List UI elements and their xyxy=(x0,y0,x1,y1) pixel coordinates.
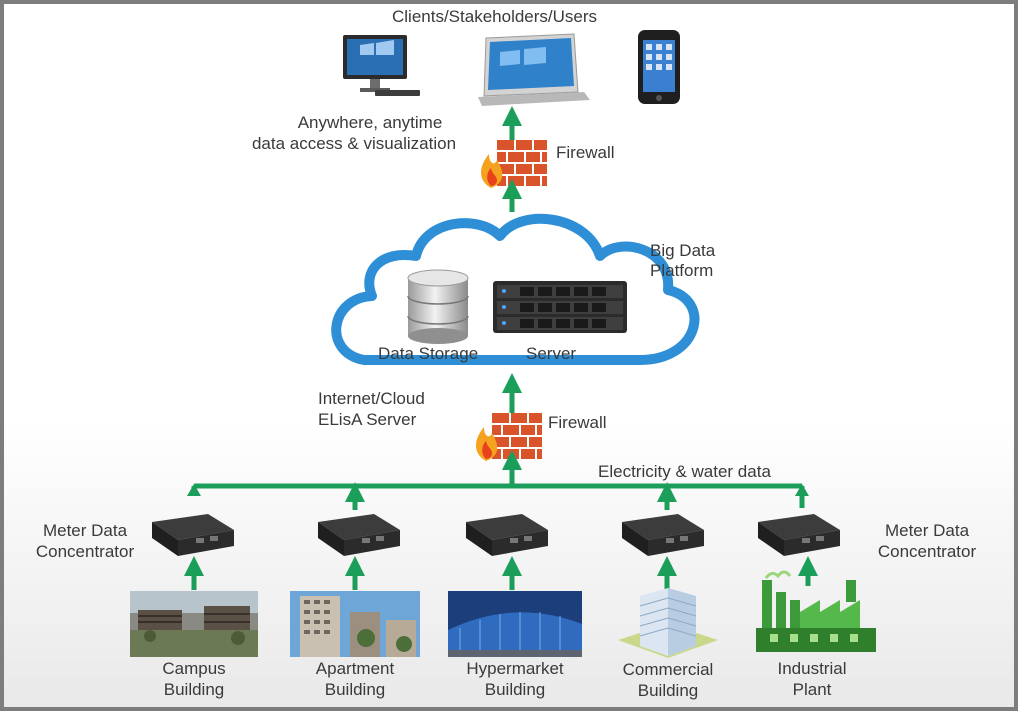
server-rack-icon xyxy=(493,281,627,333)
clients-label: Clients/Stakeholders/Users xyxy=(392,7,598,26)
concentrator-device-icon xyxy=(466,514,548,556)
industrial-plant-image xyxy=(756,570,876,652)
building-label-line1: Hypermarket xyxy=(466,659,564,678)
campus-building-image xyxy=(130,591,258,657)
big-data-label-line2: Platform xyxy=(650,261,714,280)
building-label-line2: Building xyxy=(637,681,699,700)
firewall-icon xyxy=(481,140,547,188)
building-label-line1: Campus xyxy=(162,659,226,678)
concentrator-right-line2: Concentrator xyxy=(877,542,977,561)
access-label-line1: Anywhere, anytime xyxy=(297,113,443,132)
big-data-label-line1: Big Data xyxy=(650,241,716,260)
data-storage-label: Data Storage xyxy=(378,344,479,363)
building-label-line1: Commercial xyxy=(622,660,714,679)
concentrator-device-icon xyxy=(622,514,704,556)
server-label: Server xyxy=(526,344,577,363)
building-label-line1: Industrial xyxy=(777,659,847,678)
bus-arrowheads xyxy=(187,484,809,496)
concentrator-left-line2: Concentrator xyxy=(35,542,135,561)
firewall-top-label: Firewall xyxy=(556,143,615,162)
concentrator-device-icon xyxy=(152,514,234,556)
commercial-building-image xyxy=(618,588,718,658)
building-label-line2: Building xyxy=(484,680,546,699)
concentrator-left-line1: Meter Data xyxy=(42,521,128,540)
building-label-line1: Apartment xyxy=(315,659,395,678)
elisa-server-label: ELisA Server xyxy=(318,410,417,429)
desktop-monitor-icon xyxy=(343,35,420,96)
concentrator-right-line1: Meter Data xyxy=(884,521,970,540)
building-label-line2: Building xyxy=(324,680,386,699)
concentrator-device-icon xyxy=(758,514,840,556)
access-label-line2: data access & visualization xyxy=(251,134,457,153)
internet-cloud-label: Internet/Cloud xyxy=(318,389,425,408)
concentrator-device-icon xyxy=(318,514,400,556)
smartphone-icon xyxy=(638,30,680,104)
database-icon xyxy=(407,269,469,344)
laptop-icon xyxy=(478,33,590,106)
firewall-bottom-label: Firewall xyxy=(548,413,607,432)
building-label-line2: Plant xyxy=(792,680,832,699)
apartment-building-image xyxy=(290,591,420,657)
bus-label: Electricity & water data xyxy=(598,462,771,481)
hypermarket-building-image xyxy=(448,591,582,657)
building-label-line2: Building xyxy=(163,680,225,699)
